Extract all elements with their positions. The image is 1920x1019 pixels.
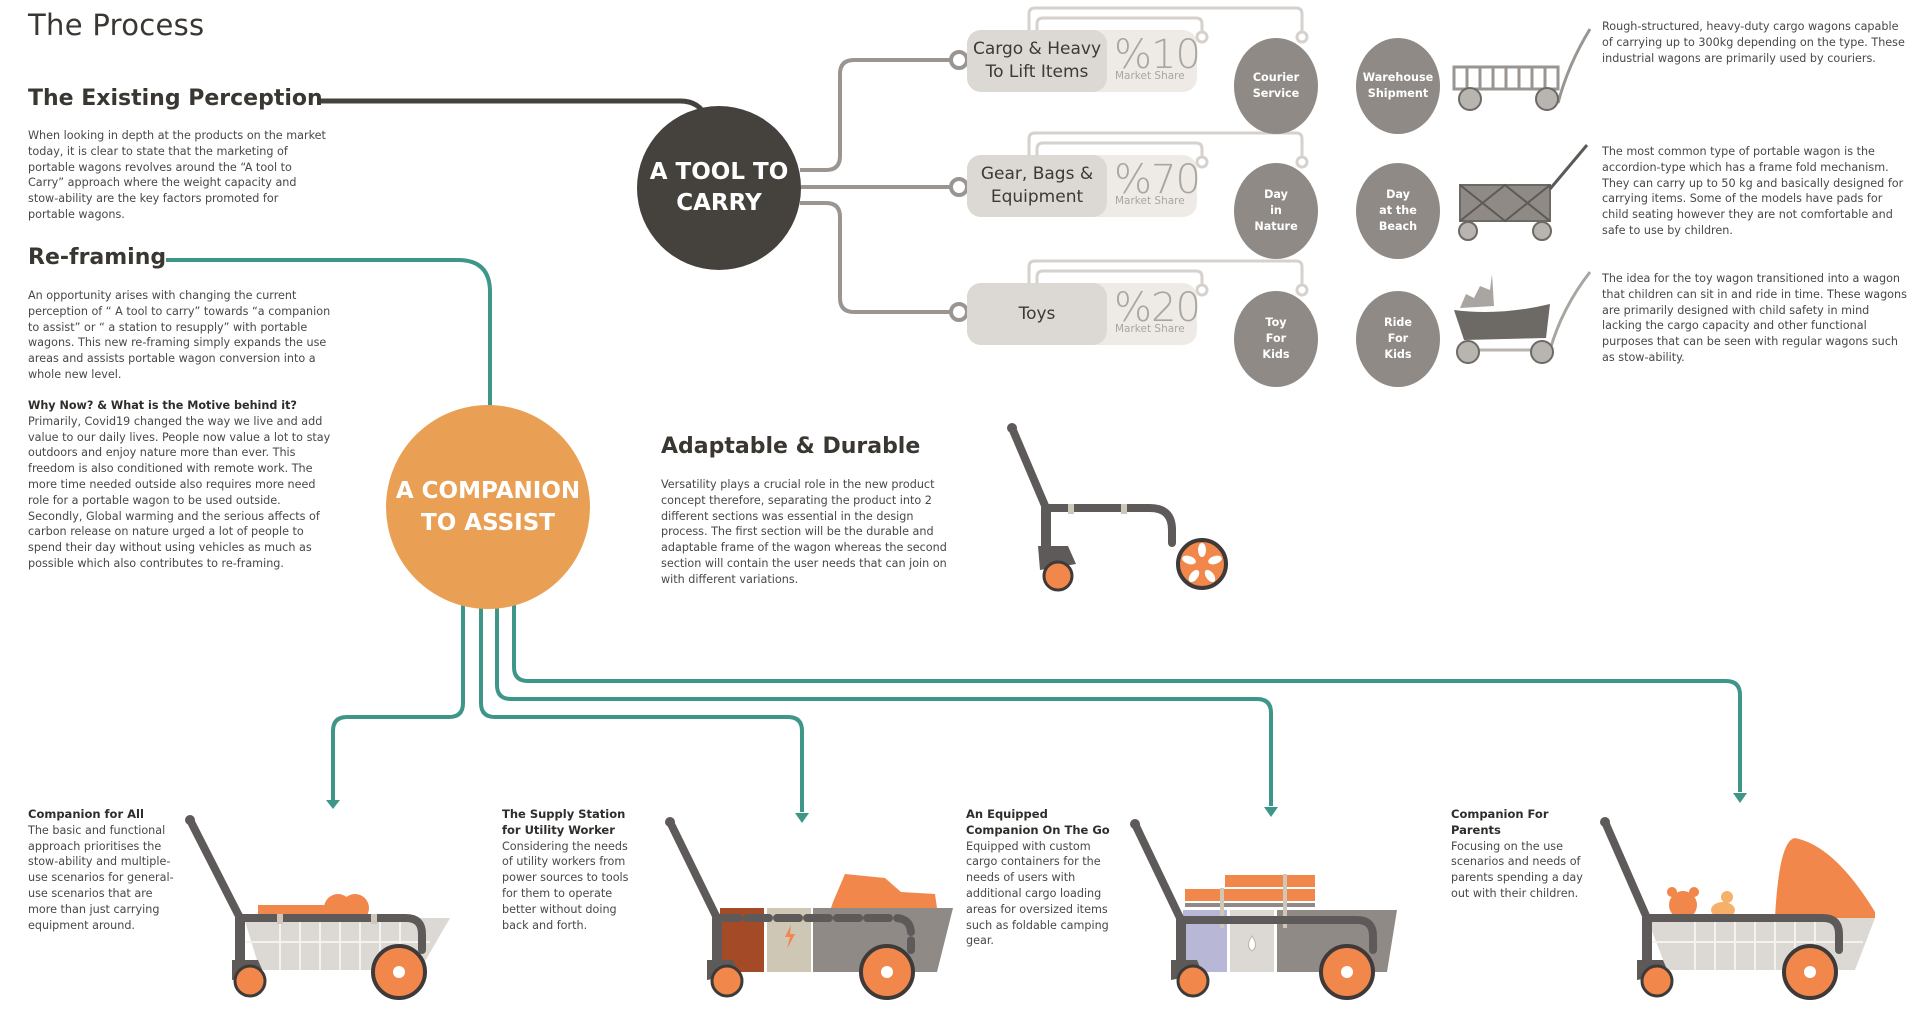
tool-label-line2: CARRY [676, 190, 762, 216]
water-drop-icon [1248, 935, 1256, 952]
case-equipped-companion: An Equipped Companion On The Go Equipped… [966, 807, 1116, 949]
arrow-down-icon [1264, 807, 1278, 817]
accordion-wagon-icon [1458, 144, 1589, 241]
ring-toys [949, 302, 969, 322]
bracket-toys-outer [1027, 259, 1304, 286]
adaptable-heading: Adaptable & Durable [661, 434, 921, 459]
ring-ride-kids [1295, 283, 1309, 297]
companion-label-line1: A COMPANION [395, 478, 581, 504]
case-body: Equipped with custom cargo containers fo… [966, 839, 1109, 948]
category-label: Cargo & Heavy To Lift Items [967, 30, 1107, 92]
canopy [1775, 838, 1875, 918]
companion-branch-all [331, 605, 465, 800]
category-card-cargo: Cargo & Heavy To Lift Items %10 Market S… [967, 30, 1201, 92]
market-share-value: %10 [1114, 32, 1201, 78]
lightning-icon [785, 925, 795, 949]
market-share-value: %20 [1114, 285, 1201, 331]
why-now-heading: Why Now? & What is the Motive behind it? [28, 399, 297, 412]
arrow-down-icon [326, 800, 340, 809]
tool-label-line1: A TOOL TO [649, 159, 789, 185]
why-now-block: Why Now? & What is the Motive behind it?… [28, 398, 333, 572]
bracket-cargo-outer [1027, 6, 1304, 33]
tool-connector-toys [800, 201, 950, 314]
companion-branch-equipped [495, 605, 1273, 806]
gear-description: The most common type of portable wagon i… [1602, 145, 1904, 237]
toy-wagon-icon [1454, 271, 1592, 364]
market-share-label: Market Share [1115, 195, 1185, 207]
bracket-gear-inner [1035, 141, 1204, 158]
ring-toy-kids [1195, 283, 1209, 297]
case-companion-parents: Companion For Parents Focusing on the us… [1451, 807, 1601, 902]
ring-day-beach [1295, 155, 1309, 169]
bracket-toys-inner [1035, 269, 1204, 286]
reframing-heading: Re-framing [28, 245, 167, 270]
case-body: Considering the needs of utility workers… [502, 839, 629, 932]
wagon-utility-worker [665, 817, 953, 1000]
page-title: The Process [28, 8, 205, 42]
ring-gear [949, 177, 969, 197]
wagon-parents [1600, 817, 1875, 1000]
companion-label-line2: TO ASSIST [421, 510, 555, 536]
toys-description: The idea for the toy wagon transitioned … [1602, 272, 1907, 364]
reframing-text: An opportunity arises with changing the … [28, 289, 331, 381]
category-card-toys: Toys %20 Market Share [967, 283, 1201, 345]
market-share-value: %70 [1114, 157, 1201, 203]
case-title: Companion for All [28, 807, 144, 821]
bracket-gear-outer [1027, 131, 1304, 158]
companion-to-assist-node: A COMPANION TO ASSIST [386, 405, 590, 609]
case-body: The basic and functional approach priori… [28, 823, 174, 932]
industrial-wagon-icon [1452, 28, 1592, 111]
case-title: Companion For Parents [1451, 807, 1549, 837]
case-utility-worker: The Supply Station for Utility Worker Co… [502, 807, 642, 933]
ring-courier [1195, 30, 1209, 44]
market-share-label: Market Share [1115, 323, 1185, 335]
teddy-bear-icon [1669, 891, 1697, 919]
case-title: The Supply Station for Utility Worker [502, 807, 626, 837]
case-body: Focusing on the use scenarios and needs … [1451, 839, 1583, 900]
tool-connector-cargo [800, 58, 950, 172]
category-label: Gear, Bags & Equipment [967, 155, 1107, 217]
wagon-equipped-companion [1130, 819, 1397, 1000]
bracket-cargo-inner [1035, 16, 1204, 33]
case-companion-for-all: Companion for All The basic and function… [28, 807, 178, 933]
perception-connector [317, 98, 709, 119]
companion-branch-parents [512, 605, 1742, 792]
reframing-connector [166, 258, 492, 408]
cargo-description: Rough-structured, heavy-duty cargo wagon… [1602, 20, 1905, 65]
category-label: Toys [967, 283, 1107, 345]
arrow-down-icon [795, 813, 809, 823]
ring-warehouse [1295, 30, 1309, 44]
wagon-frame-illustration [1007, 423, 1228, 592]
existing-perception-text: When looking in depth at the products on… [28, 129, 326, 221]
category-card-gear: Gear, Bags & Equipment %70 Market Share [967, 155, 1201, 217]
arrow-down-icon [1733, 793, 1747, 803]
market-share-label: Market Share [1115, 70, 1185, 82]
ring-day-nature [1195, 155, 1209, 169]
existing-perception-heading: The Existing Perception [28, 86, 323, 111]
wagon-companion-for-all [185, 815, 450, 1000]
adaptable-text: Versatility plays a crucial role in the … [661, 478, 947, 586]
ring-cargo [949, 50, 969, 70]
companion-branch-utility [479, 605, 804, 812]
case-title: An Equipped Companion On The Go [966, 807, 1110, 837]
why-now-text: Primarily, Covid19 changed the way we li… [28, 414, 331, 570]
tool-to-carry-node: A TOOL TO CARRY [637, 106, 801, 270]
